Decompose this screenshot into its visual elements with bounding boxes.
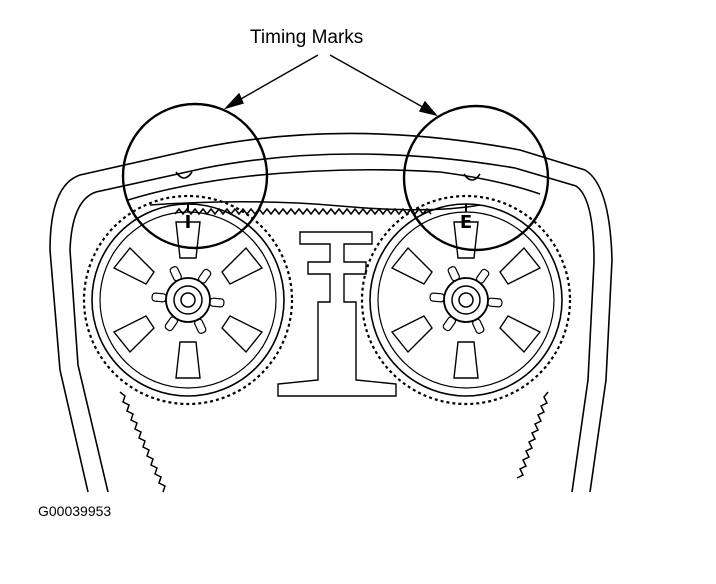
cover-inner-lip: [127, 168, 541, 201]
exhaust-spoke-windows: [390, 221, 542, 379]
intake-slots: [151, 266, 225, 334]
right-highlight-circle: [402, 104, 550, 252]
intake-hub-middle: [173, 285, 203, 315]
intake-spoke-windows: [112, 221, 264, 379]
center-bracket: [277, 231, 397, 397]
intake-hub-outer: [165, 277, 211, 323]
cover-outline-outer: [49, 132, 613, 493]
left-highlight-circle: [121, 102, 269, 250]
right-arrow-line: [329, 54, 429, 111]
belt-upper-run: [149, 201, 481, 211]
intake-hub-bolt: [180, 292, 196, 308]
exhaust-hub-outer: [443, 277, 489, 323]
exhaust-timing-letter: E: [460, 212, 472, 233]
exhaust-sprocket-teeth: [360, 194, 572, 406]
left-cover-notch: [175, 171, 193, 179]
figure-id-label: G00039953: [38, 503, 112, 519]
left-arrow-line: [231, 54, 319, 105]
exhaust-sprocket: E: [360, 194, 572, 406]
timing-marks-label: Timing Marks: [250, 27, 364, 48]
exhaust-hub-middle: [451, 285, 481, 315]
callout-arrows: [223, 54, 438, 117]
belt-right-run: [516, 391, 549, 479]
belt-left-run: [119, 391, 166, 493]
timing-belt: [119, 201, 549, 493]
intake-sprocket-inner-rim: [99, 211, 277, 389]
belt-upper-teeth: [174, 207, 432, 216]
right-cover-notch: [463, 173, 481, 181]
exhaust-hub-bolt: [458, 292, 474, 308]
timing-cover: [49, 132, 613, 493]
intake-sprocket: I: [82, 194, 294, 406]
cover-notch-marks: [175, 171, 481, 181]
cover-outline-inner: [69, 153, 595, 493]
bracket-outline: [277, 231, 397, 397]
highlight-circles: [121, 102, 550, 252]
intake-sprocket-teeth: [82, 194, 294, 406]
right-arrowhead: [418, 100, 438, 117]
exhaust-sprocket-inner-rim: [377, 211, 555, 389]
exhaust-slots: [429, 266, 503, 334]
intake-timing-letter: I: [185, 212, 192, 233]
left-arrowhead: [223, 92, 244, 110]
